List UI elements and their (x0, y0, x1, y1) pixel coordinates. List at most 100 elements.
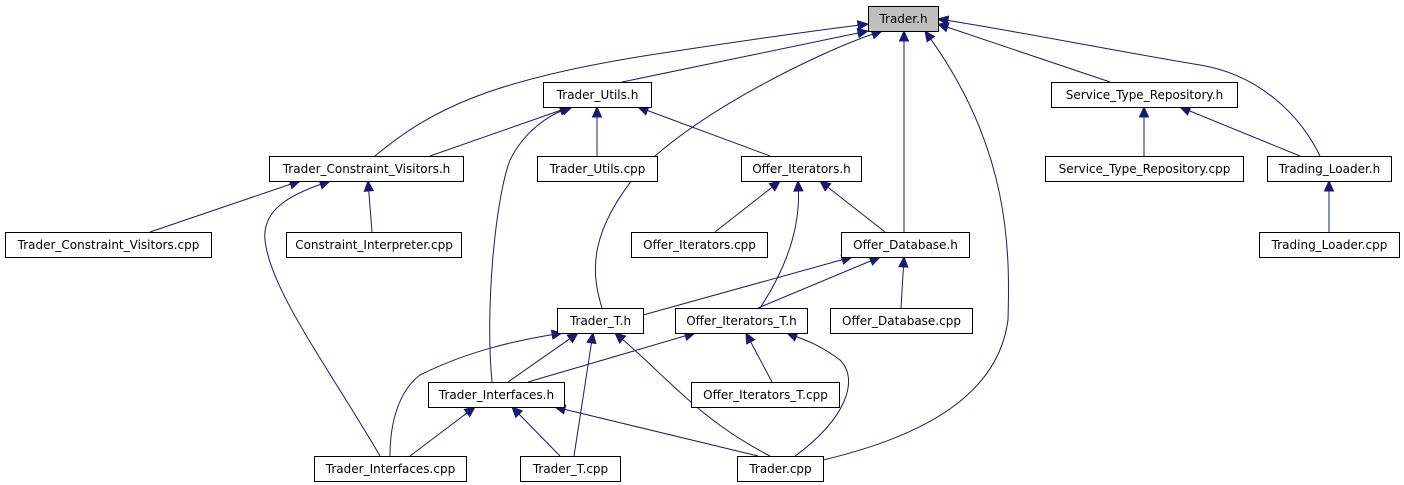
arrowhead-icon (793, 179, 804, 192)
edge-line (409, 412, 469, 457)
node-box (1045, 156, 1244, 182)
edge-line (794, 335, 849, 457)
arrowhead-icon (936, 15, 950, 26)
node-box (1267, 156, 1392, 182)
node-box (737, 456, 824, 482)
edge-offer-iterators-t-h-to-offer-iterators-h (759, 179, 804, 309)
node-box (1259, 232, 1400, 258)
edge-line (517, 413, 561, 457)
edge-line (759, 189, 799, 309)
edge-line (900, 265, 904, 309)
node-label: Trader.cpp (748, 462, 811, 476)
arrowhead-icon (511, 406, 524, 419)
edge-trading-loader-h-to-trader-h (936, 15, 1321, 157)
node-box (286, 232, 462, 258)
node-service-type-repository-cpp[interactable]: Service_Type_Repository.cpp (1045, 156, 1244, 182)
node-box (675, 308, 808, 334)
edge-trader-constraint-visitors-cpp-to-trader-constraint-visitors-h (149, 179, 302, 233)
node-box (830, 308, 973, 334)
node-box (543, 82, 652, 108)
node-label: Trader_Constraint_Visitors.cpp (17, 238, 200, 252)
node-constraint-interpreter-cpp[interactable]: Constraint_Interpreter.cpp (286, 232, 462, 258)
node-offer-database-cpp[interactable]: Offer_Database.cpp (830, 308, 973, 334)
edge-line (757, 260, 872, 309)
edge-line (642, 258, 844, 316)
edge-trading-loader-h-to-service-type-repository-h (1178, 106, 1301, 157)
edge-offer-iterators-h-to-trader-utils-h (636, 105, 771, 157)
node-label: Trader_Utils.cpp (549, 162, 646, 176)
edge-offer-iterators-t-cpp-to-offer-iterators-t-h (745, 331, 773, 383)
node-box (868, 6, 939, 32)
node-trader-utils-h[interactable]: Trader_Utils.h (543, 82, 652, 108)
edge-line (563, 408, 759, 457)
arrowhead-icon (936, 22, 950, 33)
node-trader-utils-cpp[interactable]: Trader_Utils.cpp (537, 156, 658, 182)
edge-constraint-interpreter-cpp-to-trader-constraint-visitors-h (363, 179, 375, 233)
edge-line (489, 109, 564, 383)
node-service-type-repository-h[interactable]: Service_Type_Repository.h (1051, 82, 1238, 108)
node-trader-t-cpp[interactable]: Trader_T.cpp (520, 456, 621, 482)
arrowhead-icon (363, 179, 375, 192)
edge-service-type-repository-cpp-to-service-type-repository-h (1138, 105, 1150, 156)
arrowhead-icon (856, 20, 870, 31)
node-box (841, 232, 970, 258)
node-label: Offer_Iterators_T.h (686, 314, 797, 328)
node-label: Trader_Utils.h (556, 88, 639, 102)
node-label: Trading_Loader.h (1278, 162, 1380, 176)
node-label: Service_Type_Repository.cpp (1059, 162, 1231, 176)
edges-layer (149, 15, 1335, 461)
edge-line (389, 334, 554, 457)
edge-offer-iterators-cpp-to-offer-iterators-h (714, 180, 781, 233)
node-offer-iterators-t-cpp[interactable]: Offer_Iterators_T.cpp (691, 382, 840, 408)
edge-service-type-repository-h-to-trader-h (936, 22, 1111, 83)
edge-line (264, 183, 381, 457)
node-trader-t-h[interactable]: Trader_T.h (557, 308, 644, 334)
edge-trader-interfaces-cpp-to-trader-interfaces-h (409, 406, 476, 457)
node-label: Service_Type_Repository.h (1066, 88, 1223, 102)
node-box (269, 156, 464, 182)
edge-trader-cpp-to-trader-h (822, 30, 1009, 461)
edge-trader-utils-cpp-to-trader-utils-h (591, 105, 603, 156)
node-box (691, 382, 840, 408)
edge-line (714, 186, 774, 233)
node-trader-interfaces-cpp[interactable]: Trader_Interfaces.cpp (314, 456, 467, 482)
node-label: Offer_Iterators.cpp (643, 238, 756, 252)
node-trader-interfaces-h[interactable]: Trader_Interfaces.h (428, 382, 565, 408)
edge-offer-database-h-to-trader-h (898, 29, 910, 232)
arrowhead-icon (566, 332, 579, 344)
node-trader-cpp[interactable]: Trader.cpp (737, 456, 824, 482)
node-label: Trader_T.h (569, 314, 631, 328)
node-box (428, 382, 565, 408)
node-box (520, 456, 621, 482)
edge-line (527, 335, 687, 383)
node-box (5, 232, 212, 258)
node-label: Offer_Iterators_T.cpp (703, 388, 828, 402)
arrowhead-icon (898, 255, 909, 268)
node-label: Trading_Loader.cpp (1271, 238, 1388, 252)
node-trader-constraint-visitors-h[interactable]: Trader_Constraint_Visitors.h (269, 156, 464, 182)
edge-trader-utils-h-to-trader-h (621, 27, 870, 83)
arrowhead-icon (745, 331, 756, 345)
edge-trader-interfaces-cpp-to-trader-constraint-visitors-h (264, 179, 381, 457)
edge-trader-t-cpp-to-trader-t-h (573, 331, 597, 457)
node-trader-constraint-visitors-cpp[interactable]: Trader_Constraint_Visitors.cpp (5, 232, 212, 258)
node-label: Trader_T.cpp (532, 462, 608, 476)
edge-line (946, 19, 1321, 157)
node-trading-loader-cpp[interactable]: Trading_Loader.cpp (1259, 232, 1400, 258)
node-offer-database-h[interactable]: Offer_Database.h (841, 232, 970, 258)
node-label: Trader_Interfaces.h (438, 388, 554, 402)
edge-trader-constraint-visitors-h-to-trader-utils-h (429, 105, 572, 157)
edge-trader-interfaces-h-to-trader-utils-h (489, 105, 574, 383)
arrowhead-icon (768, 180, 781, 192)
node-label: Offer_Database.cpp (842, 314, 961, 328)
node-box (1051, 82, 1238, 108)
node-trader-h[interactable]: Trader.h (868, 6, 939, 32)
edge-trader-t-h-to-offer-database-h (642, 254, 854, 316)
node-offer-iterators-h[interactable]: Offer_Iterators.h (741, 156, 862, 182)
node-offer-iterators-cpp[interactable]: Offer_Iterators.cpp (631, 232, 768, 258)
node-offer-iterators-t-h[interactable]: Offer_Iterators_T.h (675, 308, 808, 334)
edge-line (646, 109, 771, 157)
node-trading-loader-h[interactable]: Trading_Loader.h (1267, 156, 1392, 182)
node-box (537, 156, 658, 182)
